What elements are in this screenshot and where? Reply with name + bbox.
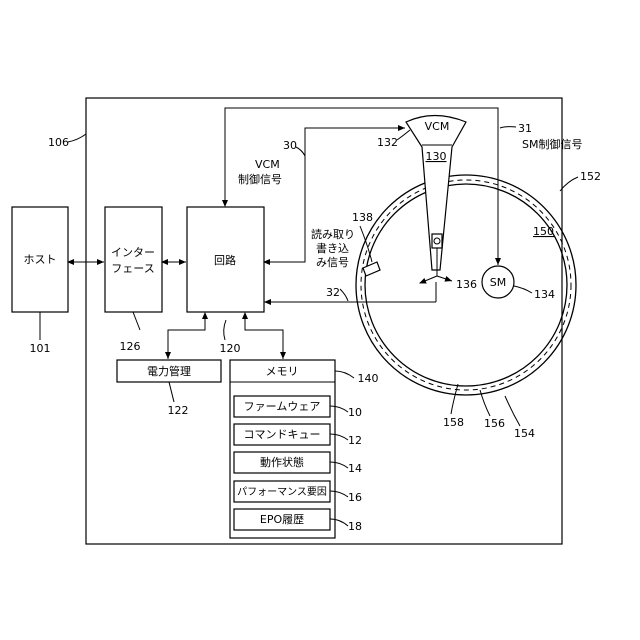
ref-10: 10 xyxy=(348,406,362,419)
leader-152 xyxy=(560,177,578,191)
sm-signal-label: SM制御信号 xyxy=(522,137,582,151)
epo-history-label: EPO履歴 xyxy=(260,513,304,526)
ref-122: 122 xyxy=(168,404,189,417)
performance-factor-label: パフォーマンス要因 xyxy=(237,486,327,498)
power-management-label: 電力管理 xyxy=(147,364,191,378)
ref-136: 136 xyxy=(456,278,477,291)
ref-126: 126 xyxy=(120,340,141,353)
ref-14: 14 xyxy=(348,462,362,475)
ref-16: 16 xyxy=(348,491,362,504)
ref-30: 30 xyxy=(283,139,297,152)
firmware-label: ファームウェア xyxy=(244,400,321,413)
host-label: ホスト xyxy=(24,253,57,266)
ref-134: 134 xyxy=(534,288,555,301)
ref-101: 101 xyxy=(30,342,51,355)
vcm-label: VCM xyxy=(425,120,450,133)
ref-12: 12 xyxy=(348,434,362,447)
ref-140: 140 xyxy=(358,372,379,385)
interface-block xyxy=(105,207,162,312)
ref-152: 152 xyxy=(580,170,601,183)
circuit-label: 回路 xyxy=(214,254,236,267)
ref-150: 150 xyxy=(533,225,554,238)
spindle-motor-label: SM xyxy=(490,276,506,289)
rw-signal-label-line1: 読み取り xyxy=(311,227,355,241)
ref-132: 132 xyxy=(377,136,398,149)
interface-label-line1: インター xyxy=(111,246,155,259)
ref-18: 18 xyxy=(348,520,362,533)
ref-120: 120 xyxy=(220,342,241,355)
vcm-signal-label-line2: 制御信号 xyxy=(238,172,282,186)
ref-31: 31 xyxy=(518,122,532,135)
ref-138: 138 xyxy=(352,211,373,224)
rw-signal-label-line2: 書き込 xyxy=(316,241,349,255)
memory-label: メモリ xyxy=(266,365,299,378)
interface-label-line2: フェース xyxy=(111,262,154,275)
ref-32: 32 xyxy=(326,286,340,299)
ref-158: 158 xyxy=(443,416,464,429)
ref-156: 156 xyxy=(484,417,505,430)
vcm-signal-label-line1: VCM xyxy=(255,158,280,171)
command-queue-label: コマンドキュー xyxy=(244,428,321,441)
ref-130: 130 xyxy=(426,150,447,163)
ref-154: 154 xyxy=(514,427,535,440)
leader-106 xyxy=(68,134,86,142)
ref-106: 106 xyxy=(48,136,69,149)
operating-state-label: 動作状態 xyxy=(260,455,304,469)
rw-signal-label-line3: み信号 xyxy=(316,256,349,269)
